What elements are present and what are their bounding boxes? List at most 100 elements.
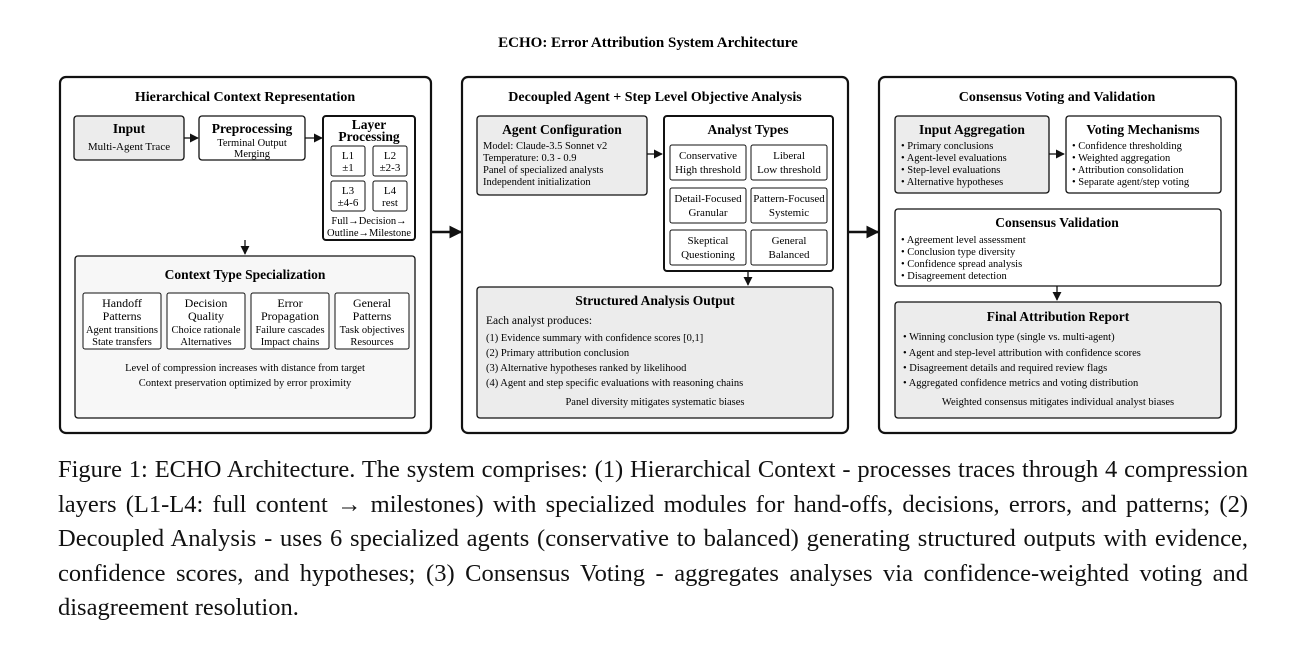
validation-item: • Disagreement detection [901, 271, 1007, 282]
output-item: (1) Evidence summary with confidence sco… [486, 333, 703, 344]
analysts-title: Analyst Types [708, 122, 789, 137]
validation-item: • Confidence spread analysis [901, 259, 1022, 270]
voting-mechanisms-box: Voting Mechanisms • Confidence threshold… [1065, 115, 1222, 194]
config-line: Temperature: 0.3 - 0.9 [483, 153, 576, 164]
context-type-error: Error Propagation Failure cascades Impac… [250, 292, 330, 350]
aggregation-item: • Alternative hypotheses [901, 177, 1003, 188]
context-type-l3: Choice rationale [171, 325, 240, 336]
context-type-l2: Patterns [103, 309, 142, 323]
analyst-type-l2: Systemic [769, 207, 809, 219]
context-title: Context Type Specialization [165, 267, 326, 282]
context-note-2: Context preservation optimized by error … [139, 378, 352, 389]
consensus-validation-box: Consensus Validation • Agreement level a… [894, 208, 1222, 287]
config-line: Panel of specialized analysts [483, 165, 603, 176]
input-title: Input [113, 121, 146, 136]
context-type-general: General Patterns Task objectives Resourc… [334, 292, 410, 350]
layer-title-2: Processing [338, 129, 399, 144]
context-type-l1: Error [277, 296, 302, 310]
layer-processing-box: Layer Processing L1 ±1 L2 ±2-3 L3 ±4-6 L… [322, 115, 416, 241]
layer-cell-range: ±4-6 [338, 197, 359, 209]
analyst-type-detail: Detail-Focused Granular [669, 187, 747, 224]
panel-consensus-title: Consensus Voting and Validation [959, 90, 1156, 105]
voting-item: • Attribution consolidation [1072, 165, 1184, 176]
layer-title-1: Layer [352, 117, 387, 132]
validation-title: Consensus Validation [995, 215, 1119, 230]
analyst-type-l2: Granular [688, 207, 727, 219]
layer-cell-range: ±2-3 [380, 162, 401, 174]
context-type-l1: Handoff [102, 296, 142, 310]
layer-cell-name: L3 [342, 185, 355, 197]
panel-decoupled-analysis: Decoupled Agent + Step Level Objective A… [460, 75, 850, 435]
layer-cell-l1: L1 ±1 [330, 145, 366, 177]
context-type-l4: Impact chains [261, 337, 320, 348]
output-item: (3) Alternative hypotheses ranked by lik… [486, 363, 687, 374]
validation-item: • Conclusion type diversity [901, 247, 1016, 258]
output-item: (2) Primary attribution conclusion [486, 348, 630, 359]
figure-caption: Figure 1: ECHO Architecture. The system … [58, 453, 1248, 626]
analyst-type-l2: Low threshold [757, 164, 821, 176]
context-type-l1: General [353, 296, 392, 310]
aggregation-title: Input Aggregation [919, 122, 1025, 137]
preprocessing-line2: Merging [234, 149, 271, 160]
agent-configuration-box: Agent Configuration Model: Claude-3.5 So… [476, 115, 648, 196]
analyst-type-l1: Skeptical [688, 235, 729, 247]
context-type-decision: Decision Quality Choice rationale Altern… [166, 292, 246, 350]
panel-decoupled-title: Decoupled Agent + Step Level Objective A… [508, 90, 802, 105]
voting-item: • Weighted aggregation [1072, 153, 1171, 164]
analyst-type-liberal: Liberal Low threshold [750, 144, 828, 181]
aggregation-item: • Primary conclusions [901, 141, 993, 152]
report-item: • Winning conclusion type (single vs. mu… [903, 332, 1115, 343]
layer-cell-name: L4 [384, 185, 397, 197]
config-line: Independent initialization [483, 177, 591, 188]
context-type-l2: Propagation [261, 309, 319, 323]
output-title: Structured Analysis Output [575, 293, 735, 308]
layer-cell-range: rest [382, 197, 398, 209]
analyst-type-l1: Pattern-Focused [753, 193, 825, 205]
config-line: Model: Claude-3.5 Sonnet v2 [483, 141, 607, 152]
analyst-type-l1: Detail-Focused [674, 193, 742, 205]
context-type-l3: Agent transitions [86, 325, 158, 336]
output-item: (4) Agent and step specific evaluations … [486, 378, 743, 389]
analyst-types-box: Analyst Types Conservative High threshol… [663, 115, 834, 272]
report-note: Weighted consensus mitigates individual … [942, 397, 1174, 408]
context-type-l4: Alternatives [180, 337, 231, 348]
input-box: Input Multi-Agent Trace [73, 115, 185, 161]
context-type-handoff: Handoff Patterns Agent transitions State… [82, 292, 162, 350]
output-note: Panel diversity mitigates systematic bia… [565, 397, 744, 408]
context-note-1: Level of compression increases with dist… [125, 363, 365, 374]
preprocessing-line1: Terminal Output [217, 138, 287, 149]
report-item: • Disagreement details and required revi… [903, 363, 1107, 374]
context-type-l2: Patterns [353, 309, 392, 323]
structured-output-box: Structured Analysis Output Each analyst … [476, 286, 834, 419]
analyst-type-skeptical: Skeptical Questioning [669, 229, 747, 266]
report-item: • Aggregated confidence metrics and voti… [903, 378, 1139, 389]
input-aggregation-box: Input Aggregation • Primary conclusions … [894, 115, 1050, 194]
context-type-l1: Decision [185, 296, 228, 310]
caption-text: Figure 1: ECHO Architecture. The system … [58, 456, 1248, 621]
context-type-l2: Quality [188, 309, 224, 323]
report-item: • Agent and step-level attribution with … [903, 348, 1141, 359]
analyst-type-l2: High threshold [675, 164, 741, 176]
layer-cell-range: ±1 [342, 162, 354, 174]
layer-cell-l2: L2 ±2-3 [372, 145, 408, 177]
analyst-type-l2: Questioning [681, 249, 735, 261]
context-specialization-box: Context Type Specialization Handoff Patt… [74, 255, 416, 419]
panel-hierarchical-context: Hierarchical Context Representation Inpu… [58, 75, 433, 435]
report-title: Final Attribution Report [987, 309, 1130, 324]
analyst-type-l1: Liberal [773, 150, 805, 162]
context-type-l3: Failure cascades [255, 325, 324, 336]
layer-flow-2: Outline→Milestone [327, 228, 411, 239]
panel-consensus-voting: Consensus Voting and Validation Input Ag… [877, 75, 1238, 435]
layer-cell-name: L1 [342, 150, 354, 162]
analyst-type-l1: Conservative [679, 150, 737, 162]
layer-flow-1: Full→Decision→ [331, 216, 406, 227]
layer-cell-l3: L3 ±4-6 [330, 180, 366, 212]
output-intro: Each analyst produces: [486, 315, 592, 327]
config-title: Agent Configuration [502, 122, 622, 137]
validation-item: • Agreement level assessment [901, 235, 1026, 246]
analyst-type-l2: Balanced [769, 249, 810, 261]
context-type-l3: Task objectives [340, 325, 405, 336]
aggregation-item: • Agent-level evaluations [901, 153, 1007, 164]
analyst-type-conservative: Conservative High threshold [669, 144, 747, 181]
